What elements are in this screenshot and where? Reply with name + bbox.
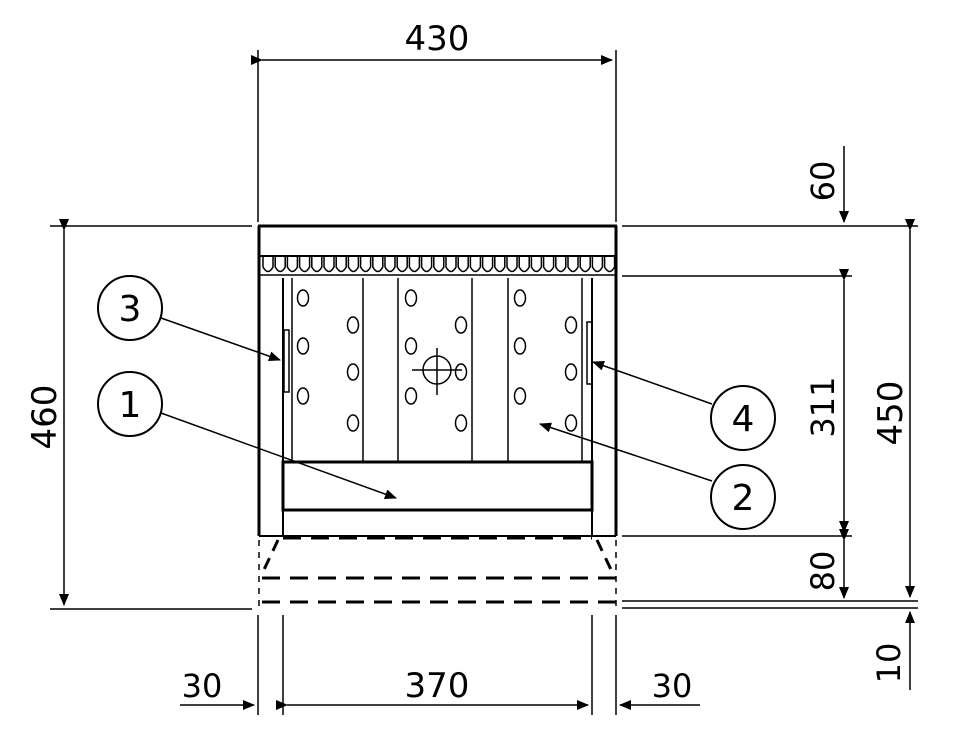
- callout-3: 3: [97, 275, 281, 362]
- panel-hole: [454, 414, 468, 432]
- hole-pattern: [296, 289, 578, 432]
- dimension-30-left: 30: [180, 667, 255, 710]
- panel-hole: [346, 414, 360, 432]
- panel-hole: [454, 363, 468, 381]
- rail-scallop: [347, 257, 360, 273]
- rail-scallop: [506, 257, 518, 273]
- dimension-311: 311: [804, 269, 849, 533]
- scalloped-rail: [262, 257, 616, 273]
- rail-scallop: [457, 257, 469, 273]
- panel-hole: [513, 337, 527, 355]
- bottom-extension-lines: [257, 615, 617, 715]
- dimension-460-label: 460: [25, 385, 65, 450]
- rail-scallop: [274, 257, 286, 273]
- rail-scallop: [396, 257, 408, 273]
- panel-hole: [404, 289, 418, 307]
- rail-scallop: [542, 257, 555, 273]
- center-mark: [412, 348, 462, 395]
- panel-hole: [564, 414, 578, 432]
- rail-scallop: [335, 257, 347, 273]
- rail-scallop: [262, 257, 274, 273]
- dimension-311-label: 311: [804, 376, 842, 437]
- dashed-base: [258, 536, 617, 612]
- rail-scallop: [518, 257, 530, 273]
- rail-scallop: [481, 257, 494, 273]
- panel-hole: [454, 316, 468, 334]
- panel-hole: [404, 337, 418, 355]
- rail-scallop: [323, 257, 335, 273]
- dimension-370: 370: [276, 666, 589, 710]
- rail-scallop: [298, 257, 311, 273]
- dimension-430-label: 430: [405, 19, 470, 59]
- rail-scallop: [311, 257, 323, 273]
- callout-3-label: 3: [119, 289, 142, 330]
- dimension-60: 60: [804, 146, 849, 223]
- dimension-30-right-label: 30: [652, 667, 693, 705]
- rail-scallop: [420, 257, 433, 273]
- rail-scallop: [555, 257, 567, 273]
- callout-1: 1: [97, 371, 397, 499]
- inner-panels: [291, 278, 583, 462]
- panel-hole: [296, 337, 310, 355]
- panel-hole: [296, 289, 310, 307]
- rail-scallop: [372, 257, 384, 273]
- callout-2-label: 2: [732, 478, 755, 519]
- panel-hole: [296, 387, 310, 405]
- dimension-30-left-label: 30: [182, 667, 223, 705]
- dimension-450-label: 450: [871, 381, 911, 446]
- panel-hole: [564, 316, 578, 334]
- dimension-30-right: 30: [619, 667, 700, 710]
- callout-1-label: 1: [119, 385, 142, 426]
- rail-scallop: [567, 257, 579, 273]
- callout-2: 2: [539, 422, 776, 530]
- dimension-460: 460: [25, 219, 252, 610]
- callout-4: 4: [592, 360, 776, 451]
- dimension-80: 80: [804, 529, 849, 599]
- rail-scallop: [433, 257, 445, 273]
- dimension-60-label: 60: [804, 161, 842, 202]
- rail-scallop: [579, 257, 591, 273]
- rail-scallop: [494, 257, 506, 273]
- panel-hole: [513, 289, 527, 307]
- callout-4-label: 4: [732, 399, 755, 440]
- rail-scallop: [384, 257, 396, 273]
- dimension-10: 10: [870, 611, 915, 690]
- panel-hole: [513, 387, 527, 405]
- dimension-370-label: 370: [405, 666, 470, 706]
- panel-hole: [564, 363, 578, 381]
- dimension-80-label: 80: [804, 551, 842, 592]
- panel-hole: [346, 363, 360, 381]
- right-extension-lines: [622, 225, 918, 609]
- panel-hole: [404, 387, 418, 405]
- rail-scallop: [408, 257, 421, 273]
- panel-hole: [346, 316, 360, 334]
- dimension-10-label: 10: [870, 643, 908, 684]
- rail-scallop: [469, 257, 482, 273]
- rail-scallop: [591, 257, 604, 273]
- dimension-450: 450: [871, 219, 915, 598]
- rail-scallop: [359, 257, 372, 273]
- rail-scallop: [286, 257, 299, 273]
- side-handles: [283, 321, 593, 393]
- rail-scallop: [445, 257, 457, 273]
- rail-scallop: [603, 257, 616, 273]
- rail-scallop: [530, 257, 543, 273]
- cabinet-body: [257, 224, 618, 537]
- dimension-430: 430: [251, 19, 617, 222]
